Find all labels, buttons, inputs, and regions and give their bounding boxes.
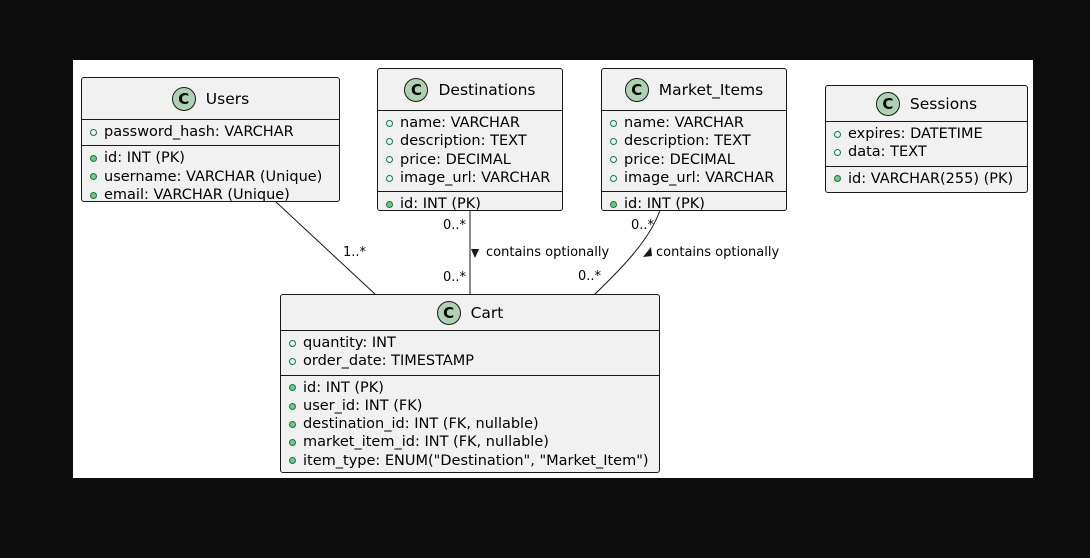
class-header: C Sessions (826, 86, 1027, 122)
attribute-row: data: TEXT (826, 143, 1027, 161)
key-row: destination_id: INT (FK, nullable) (281, 415, 659, 433)
key-visibility-icon (386, 200, 393, 208)
key-visibility-icon (289, 457, 296, 465)
key-row: id: VARCHAR(255) (PK) (826, 170, 1027, 188)
attribute-row: price: DECIMAL (378, 151, 562, 169)
attribute-row: image_url: VARCHAR (378, 169, 562, 187)
class-users[interactable]: C Users password_hash: VARCHAR id: INT (… (81, 77, 340, 203)
public-visibility-icon (289, 339, 296, 347)
attribute-row: quantity: INT (281, 334, 659, 352)
key-row: username: VARCHAR (Unique) (82, 168, 339, 186)
public-visibility-icon (386, 156, 393, 164)
multiplicity-destinations-bottom: 0..* (443, 270, 467, 285)
attribute-section: name: VARCHAR description: TEXT price: D… (378, 111, 562, 191)
public-visibility-icon (610, 156, 617, 164)
public-visibility-icon (386, 137, 393, 145)
attribute-row: name: VARCHAR (378, 114, 562, 132)
attribute-section: name: VARCHAR description: TEXT price: D… (602, 111, 786, 191)
attribute-row: price: DECIMAL (602, 151, 786, 169)
class-icon: C (436, 300, 461, 325)
key-section: id: INT (PK) user_id: INT (FK) destinati… (281, 374, 659, 474)
public-visibility-icon (386, 174, 393, 182)
attribute-row: name: VARCHAR (602, 114, 786, 132)
public-visibility-icon (834, 148, 841, 156)
class-header: C Market_Items (602, 69, 786, 111)
key-row: market_item_id: INT (FK, nullable) (281, 433, 659, 451)
class-market-items[interactable]: C Market_Items name: VARCHAR description… (601, 68, 787, 212)
key-visibility-icon (289, 420, 296, 428)
attribute-section: password_hash: VARCHAR (82, 120, 339, 145)
class-icon: C (875, 91, 900, 116)
class-icon: C (624, 77, 649, 102)
public-visibility-icon (289, 357, 296, 365)
class-header: C Cart (281, 295, 659, 331)
key-row: id: INT (PK) (602, 195, 786, 213)
public-visibility-icon (386, 119, 393, 127)
key-visibility-icon (289, 402, 296, 410)
multiplicity-users-cart: 1..* (343, 245, 367, 260)
attribute-row: description: TEXT (378, 132, 562, 150)
attribute-section: quantity: INT order_date: TIMESTAMP (281, 331, 659, 375)
key-row: id: INT (PK) (378, 195, 562, 213)
public-visibility-icon (610, 137, 617, 145)
class-title: Cart (470, 303, 504, 322)
class-title: Market_Items (658, 80, 764, 99)
multiplicity-market-items-top: 0..* (631, 218, 655, 233)
key-section: id: INT (PK) (602, 191, 786, 217)
class-icon: C (171, 86, 196, 111)
class-title: Sessions (909, 94, 978, 113)
class-destinations[interactable]: C Destinations name: VARCHAR description… (377, 68, 563, 212)
key-section: id: INT (PK) username: VARCHAR (Unique) … (82, 145, 339, 208)
key-visibility-icon (90, 154, 97, 162)
relation-label-market-items-cart: contains optionally (656, 245, 780, 260)
public-visibility-icon (610, 174, 617, 182)
key-visibility-icon (90, 173, 97, 181)
class-title: Users (205, 89, 250, 108)
public-visibility-icon (90, 128, 97, 136)
relation-label-destinations-cart: contains optionally (486, 245, 610, 260)
key-row: id: INT (PK) (281, 379, 659, 397)
key-visibility-icon (289, 439, 296, 447)
key-visibility-icon (90, 191, 97, 199)
key-row: item_type: ENUM("Destination", "Market_I… (281, 452, 659, 470)
multiplicity-destinations-top: 0..* (443, 218, 467, 233)
key-row: email: VARCHAR (Unique) (82, 186, 339, 204)
key-visibility-icon (834, 175, 841, 183)
class-title: Destinations (438, 80, 536, 99)
public-visibility-icon (834, 130, 841, 138)
key-row: user_id: INT (FK) (281, 397, 659, 415)
key-visibility-icon (610, 200, 617, 208)
attribute-row: order_date: TIMESTAMP (281, 352, 659, 370)
class-cart[interactable]: C Cart quantity: INT order_date: TIMESTA… (280, 294, 660, 473)
key-section: id: VARCHAR(255) (PK) (826, 165, 1027, 192)
attribute-row: password_hash: VARCHAR (82, 123, 339, 141)
attribute-row: description: TEXT (602, 132, 786, 150)
public-visibility-icon (610, 119, 617, 127)
key-section: id: INT (PK) (378, 191, 562, 217)
multiplicity-market-items-bottom: 0..* (578, 269, 602, 284)
key-visibility-icon (289, 384, 296, 392)
class-header: C Users (82, 78, 339, 120)
key-row: id: INT (PK) (82, 149, 339, 167)
class-header: C Destinations (378, 69, 562, 111)
attribute-row: image_url: VARCHAR (602, 169, 786, 187)
attribute-section: expires: DATETIME data: TEXT (826, 122, 1027, 166)
class-icon: C (404, 77, 429, 102)
class-sessions[interactable]: C Sessions expires: DATETIME data: TEXT … (825, 85, 1028, 193)
attribute-row: expires: DATETIME (826, 125, 1027, 143)
